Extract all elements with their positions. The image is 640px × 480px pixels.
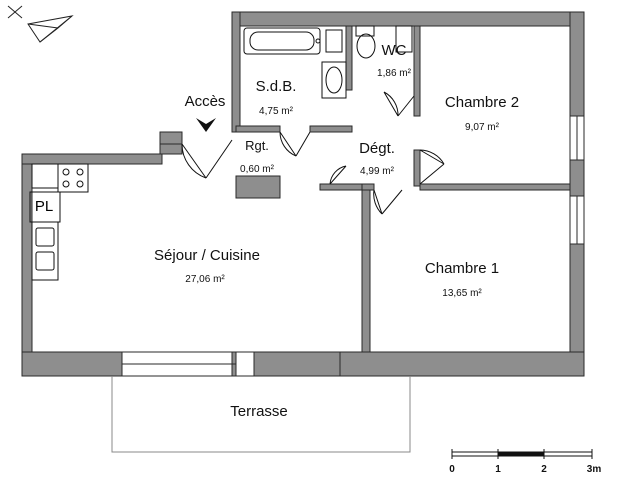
- access-label: Accès: [184, 93, 226, 110]
- scale-tick-label: 3m: [586, 464, 602, 475]
- walls: [21, 11, 585, 377]
- pl-label: PL: [34, 197, 54, 215]
- terrace-outline: [111, 376, 411, 453]
- room-name-degt: Dégt.: [359, 140, 395, 157]
- pl-label-box: PL: [30, 194, 58, 218]
- room-area-rgt: 0,60 m²: [240, 164, 274, 175]
- bathtub: [243, 27, 321, 55]
- room-area-sdb: 4,75 m²: [259, 106, 293, 117]
- room-area-sejour: 27,06 m²: [185, 274, 225, 285]
- doors: [181, 91, 445, 215]
- room-area-chambre2: 9,07 m²: [465, 122, 499, 133]
- partitions: [235, 25, 571, 353]
- room-name-sdb: S.d.B.: [255, 78, 297, 95]
- room-name-terrasse: Terrasse: [230, 403, 288, 420]
- room-name-chambre1: Chambre 1: [424, 260, 500, 277]
- room-name-rgt: Rgt.: [245, 138, 269, 153]
- access-arrow-icon: [196, 118, 216, 132]
- scale-tick-label: 1: [495, 464, 501, 475]
- windows: [121, 115, 585, 377]
- north-arrow-icon: [7, 5, 74, 43]
- toilet: [355, 25, 413, 59]
- room-name-sejour: Séjour / Cuisine: [154, 247, 260, 264]
- room-name-wc: WC: [381, 42, 407, 59]
- scale-tick-label: 0: [449, 464, 455, 475]
- room-area-chambre1: 13,65 m²: [442, 288, 482, 299]
- kitchen-counter: [29, 163, 89, 281]
- room-name-chambre2: Chambre 2: [444, 94, 520, 111]
- room-area-wc: 1,86 m²: [377, 68, 411, 79]
- scale-bar: [451, 449, 593, 459]
- room-area-degt: 4,99 m²: [360, 166, 394, 177]
- sink: [321, 29, 347, 99]
- scale-tick-label: 2: [541, 464, 547, 475]
